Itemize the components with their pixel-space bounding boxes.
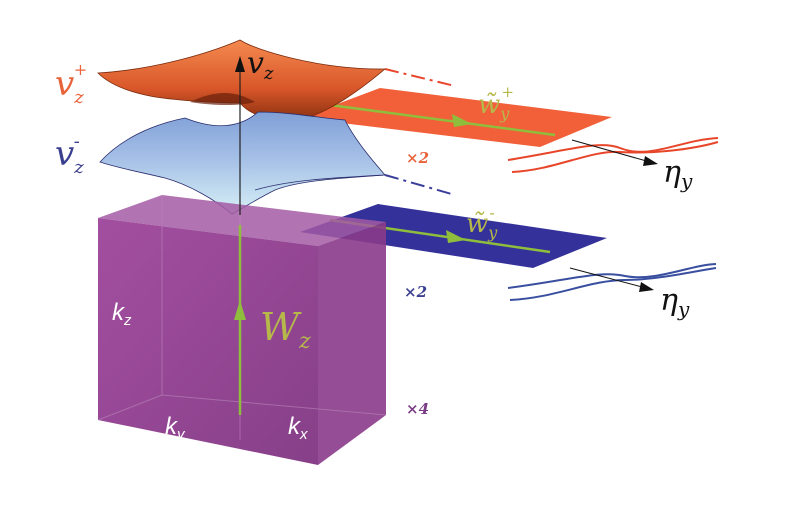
eta1-arrow-head <box>643 156 658 166</box>
blue-curve-lower <box>509 267 717 301</box>
vz-axis-label: vz <box>247 46 274 84</box>
blue-surface-lower-edge <box>254 174 386 191</box>
vz-minus-label: vz- <box>55 131 84 178</box>
ky-label: ky <box>165 413 186 443</box>
kx-label: kx <box>288 413 308 443</box>
orange-plane-arrow-head <box>452 114 472 127</box>
eta2-arrow-head <box>639 282 654 292</box>
red-curve-lower <box>511 141 719 173</box>
orange-plane-arrow-line <box>329 103 556 137</box>
eta1-arrow-line <box>571 139 651 163</box>
eta1-label: ηy <box>663 155 693 193</box>
orange-dashdot-line <box>384 68 456 87</box>
mult-purple-label: ×4 <box>406 400 429 418</box>
orange-surface <box>97 39 387 121</box>
blue-plane-arrow-head <box>446 230 466 243</box>
eta2-arrow-line <box>569 267 647 289</box>
wz-arrow-head <box>234 300 246 320</box>
blue-surface <box>99 111 386 215</box>
purple-cube <box>97 195 387 465</box>
wy-plus-label: w̃y+ <box>478 83 514 123</box>
vz-plus-label: vz+ <box>55 60 87 108</box>
kz-label: kz <box>112 299 132 329</box>
mult-orange-label: ×2 <box>406 149 429 167</box>
blue-dashdot-line <box>384 174 456 196</box>
vz-axis-arrow-head <box>235 56 245 72</box>
mult-blue-label: ×2 <box>404 283 427 301</box>
orange-surface-inner-dip <box>190 93 255 105</box>
blue-curve-upper <box>507 263 717 289</box>
eta2-label: ηy <box>660 283 690 321</box>
wy-minus-label: w̃y- <box>466 203 498 242</box>
wz-label: Wz <box>260 305 311 354</box>
red-curve-upper <box>507 137 719 161</box>
